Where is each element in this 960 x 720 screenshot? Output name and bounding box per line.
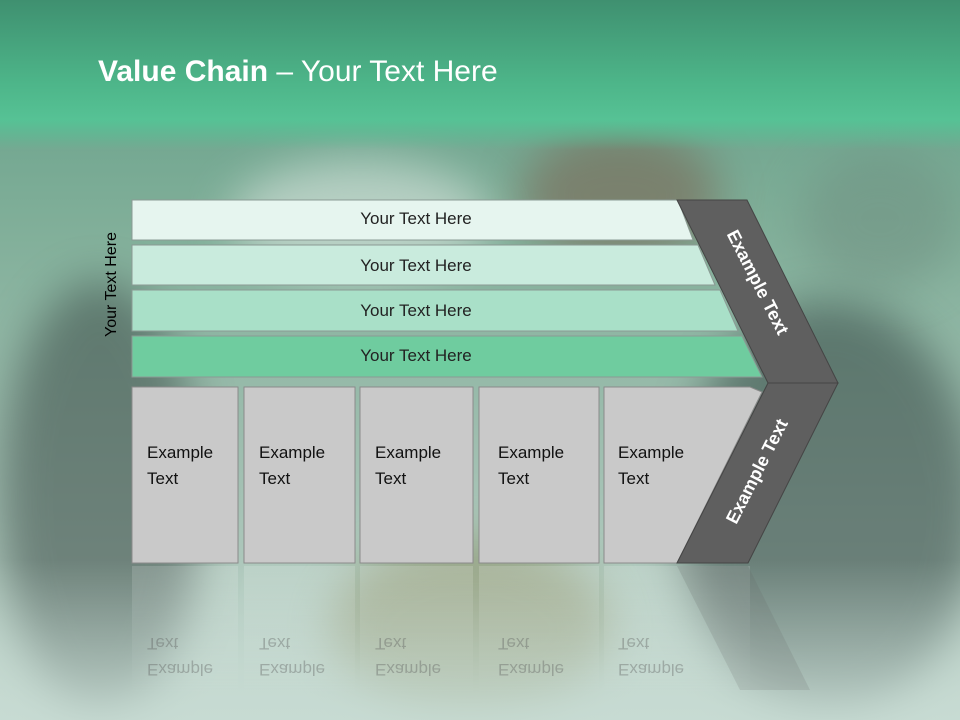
bar-3-label: Your Text Here — [360, 301, 472, 320]
title-bold: Value Chain — [98, 55, 269, 88]
cell-3-line1: Example — [375, 443, 442, 462]
reflection — [132, 566, 810, 696]
cell-1-line1: Example — [147, 443, 214, 462]
cell-5-reflection-line2: Text — [618, 634, 650, 653]
cell-5-line2: Text — [618, 469, 650, 488]
cell-4-reflection-line2: Text — [498, 634, 530, 653]
slide-title[interactable]: Value Chain – Your Text Here — [98, 55, 498, 89]
cell-4-line1: Example — [498, 443, 565, 462]
cell-1-line2: Text — [147, 469, 179, 488]
bar-3[interactable] — [131, 289, 739, 332]
cell-2-line1: Example — [259, 443, 326, 462]
cell-5[interactable] — [603, 386, 763, 564]
bar-1[interactable] — [131, 199, 694, 241]
cell-4-reflection-line1: Example — [498, 660, 565, 679]
cell-2-line2: Text — [259, 469, 291, 488]
cell-5-reflection-line1: Example — [618, 660, 685, 679]
bar-1-label: Your Text Here — [360, 209, 472, 228]
cell-4-reflection: Example Text — [498, 630, 564, 682]
cell-3-reflection-line1: Example — [375, 660, 442, 679]
cell-3-reflection-line2: Text — [375, 634, 407, 653]
cell-5-reflection: Example Text — [618, 630, 684, 682]
cell-1-reflection-line1: Example — [147, 660, 214, 679]
title-rest: – Your Text Here — [268, 55, 498, 88]
cell-2[interactable] — [243, 386, 356, 564]
cell-2-reflection: Example Text — [259, 630, 325, 682]
bar-4-label: Your Text Here — [360, 346, 472, 365]
cell-3-reflection: Example Text — [375, 630, 441, 682]
cell-1-reflection-line2: Text — [147, 634, 179, 653]
bar-2-label: Your Text Here — [360, 256, 472, 275]
cell-1-reflection: Example Text — [147, 630, 213, 682]
chevron-lower[interactable] — [676, 382, 839, 564]
bar-4[interactable] — [131, 335, 763, 378]
cell-4-line2: Text — [498, 469, 530, 488]
cell-4[interactable] — [478, 386, 600, 564]
title-band — [0, 0, 960, 150]
cell-2-reflection-line1: Example — [259, 660, 326, 679]
bg-shape — [800, 150, 960, 290]
cell-5-line1: Example — [618, 443, 685, 462]
bar-2[interactable] — [131, 244, 716, 286]
cell-1[interactable] — [131, 386, 239, 564]
cell-3-line2: Text — [375, 469, 407, 488]
cell-3[interactable] — [359, 386, 474, 564]
cell-2-reflection-line2: Text — [259, 634, 291, 653]
